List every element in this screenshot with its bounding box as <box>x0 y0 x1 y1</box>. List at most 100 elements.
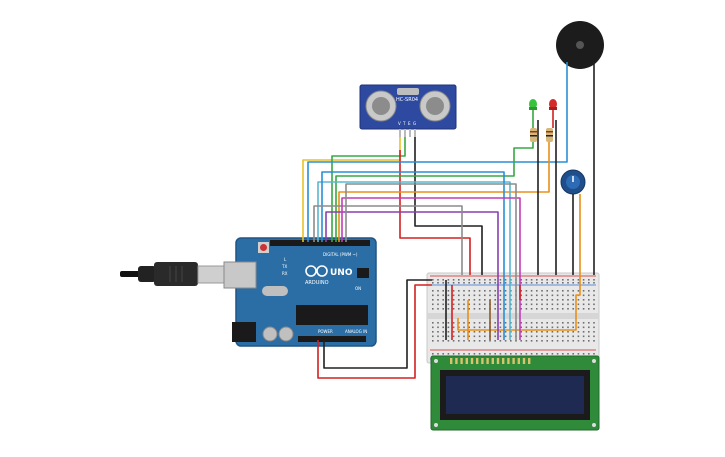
wire-sensor-trig <box>331 137 406 242</box>
breadboard-hole <box>437 308 439 310</box>
arduino-logo-text: ARDUINO <box>305 280 329 286</box>
breadboard-hole <box>489 290 491 292</box>
breadboard-hole <box>499 290 502 292</box>
breadboard-hole <box>525 322 528 324</box>
breadboard-hole <box>494 303 496 306</box>
breadboard-hole <box>546 282 548 284</box>
breadboard-hole <box>463 340 465 342</box>
breadboard-hole <box>525 331 528 333</box>
breadboard-channel <box>427 313 599 319</box>
breadboard-hole <box>494 279 496 281</box>
breadboard-hole <box>494 299 496 301</box>
breadboard-hole <box>593 279 595 281</box>
breadboard-hole <box>562 303 564 306</box>
breadboard-hole <box>484 353 486 355</box>
breadboard-hole <box>504 353 507 355</box>
sensor-pin-e: E <box>408 121 411 126</box>
breadboard-hole <box>468 353 470 355</box>
breadboard-hole <box>432 294 434 297</box>
breadboard-hole <box>588 308 590 310</box>
wire-lcd-d7 <box>313 205 463 275</box>
breadboard-hole <box>468 290 470 292</box>
breadboard-hole <box>494 353 496 355</box>
breadboard-hole <box>478 308 481 310</box>
resistor-1 <box>530 128 537 142</box>
breadboard-hole <box>494 331 496 333</box>
sensor-pin-t: T <box>402 121 406 126</box>
breadboard-hole <box>452 290 455 292</box>
breadboard-hole <box>577 326 580 329</box>
breadboard-hole <box>520 353 522 355</box>
breadboard-hole <box>468 331 470 333</box>
breadboard-hole <box>541 290 543 292</box>
wire-buzzer-signal <box>307 62 568 242</box>
breadboard-hole <box>478 322 481 324</box>
breadboard-hole <box>582 279 585 281</box>
breadboard-hole <box>447 294 450 297</box>
reset-button-cap <box>260 244 267 251</box>
breadboard-hole <box>458 279 460 281</box>
breadboard-hole <box>504 326 507 329</box>
breadboard-hole <box>489 353 491 355</box>
breadboard-hole <box>520 279 522 281</box>
potentiometer[interactable] <box>560 169 586 195</box>
breadboard-hole <box>593 308 595 310</box>
breadboard-hole <box>541 308 543 310</box>
sensor-crystal <box>397 88 419 95</box>
breadboard-hole <box>499 340 502 342</box>
breadboard-hole <box>484 308 486 310</box>
breadboard-hole <box>541 294 543 297</box>
breadboard-hole <box>562 335 564 338</box>
breadboard-hole <box>442 326 444 329</box>
breadboard-hole <box>499 353 502 355</box>
breadboard-hole <box>478 290 481 292</box>
tx-label: TX <box>281 264 287 269</box>
breadboard-hole <box>541 322 543 324</box>
breadboard-hole <box>473 335 476 338</box>
breadboard-hole <box>478 326 481 329</box>
usb-plug-metal <box>197 265 225 284</box>
breadboard-hole <box>520 282 522 284</box>
analog-label: ANALOG IN <box>345 329 367 334</box>
power-analog-header <box>298 336 366 342</box>
breadboard-hole <box>447 322 450 324</box>
lcd-pin <box>450 358 453 364</box>
breadboard-hole <box>473 308 476 310</box>
breadboard-hole <box>504 308 507 310</box>
breadboard-hole <box>504 335 507 338</box>
led-red <box>549 99 557 110</box>
arduino-logo-icon <box>305 265 328 277</box>
sensor-pin-g: G <box>413 121 416 126</box>
breadboard-hole <box>458 353 460 355</box>
breadboard-hole <box>458 299 460 301</box>
breadboard-hole <box>577 308 580 310</box>
breadboard-hole <box>541 282 543 284</box>
breadboard-hole <box>447 290 450 292</box>
breadboard-hole <box>442 353 444 355</box>
breadboard-hole <box>536 340 538 342</box>
breadboard-hole <box>463 308 465 310</box>
breadboard-hole <box>556 282 559 284</box>
breadboard-hole <box>504 290 507 292</box>
breadboard-hole <box>504 322 507 324</box>
breadboard-hole <box>536 279 538 281</box>
rx-label: RX <box>282 271 288 276</box>
breadboard-hole <box>432 279 434 281</box>
breadboard-hole <box>546 290 548 292</box>
breadboard-hole <box>432 331 434 333</box>
breadboard-hole <box>593 303 595 306</box>
breadboard-hole <box>525 282 528 284</box>
breadboard-hole <box>504 279 507 281</box>
breadboard-hole <box>530 340 533 342</box>
breadboard-hole <box>530 322 533 324</box>
breadboard-hole <box>577 303 580 306</box>
breadboard-hole <box>577 290 580 292</box>
breadboard-hole <box>478 303 481 306</box>
wire-pot-vcc <box>457 194 581 331</box>
wire-led-green-to-board <box>335 142 534 242</box>
breadboard-hole <box>447 279 450 281</box>
breadboard-hole <box>567 279 569 281</box>
breadboard-hole <box>452 331 455 333</box>
breadboard-hole <box>551 299 554 301</box>
